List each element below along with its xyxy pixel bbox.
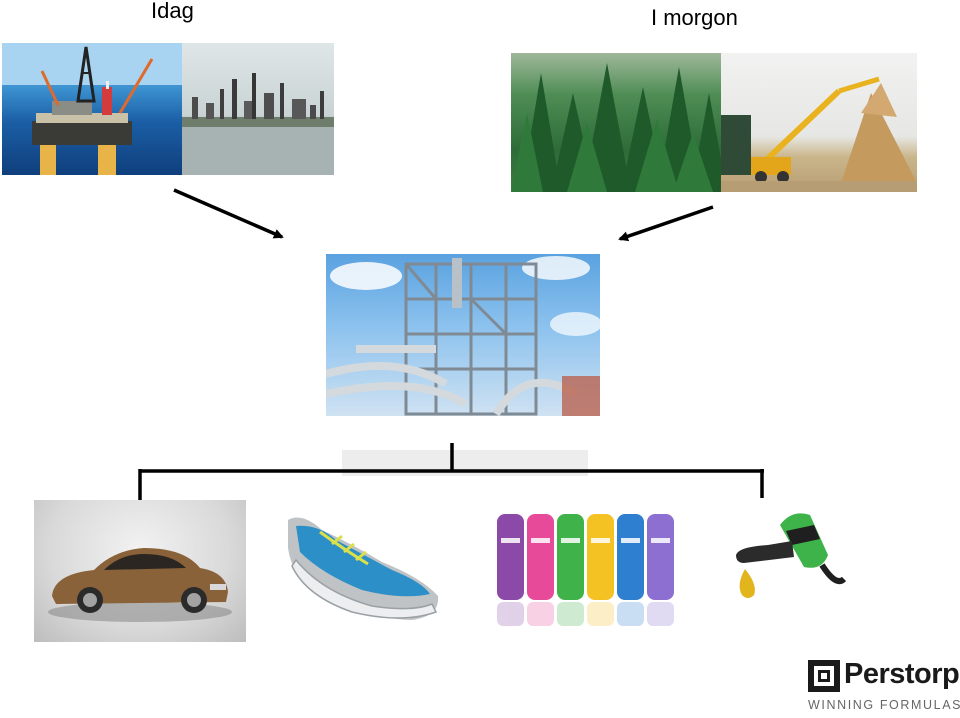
forest-image	[511, 53, 721, 192]
running-shoe-image	[282, 508, 442, 628]
arrow-from-today	[173, 188, 284, 239]
heading-tomorrow: I morgon	[651, 5, 738, 30]
logo-wordmark: Perstorp	[844, 658, 960, 690]
arrow-from-tomorrow	[618, 205, 714, 242]
refinery-image	[182, 43, 334, 175]
wood-chips-loader-image	[721, 53, 917, 192]
logo-tagline: WINNING FORMULAS	[808, 698, 960, 712]
perstorp-logo: Perstorp WINNING FORMULAS	[806, 656, 960, 716]
chemical-plant-image	[326, 254, 600, 416]
oil-platform-image	[2, 43, 182, 175]
shampoo-bottles-image	[492, 508, 682, 633]
car-image	[34, 500, 246, 642]
fuel-nozzle-image	[732, 505, 852, 615]
heading-today: Idag	[151, 0, 194, 23]
